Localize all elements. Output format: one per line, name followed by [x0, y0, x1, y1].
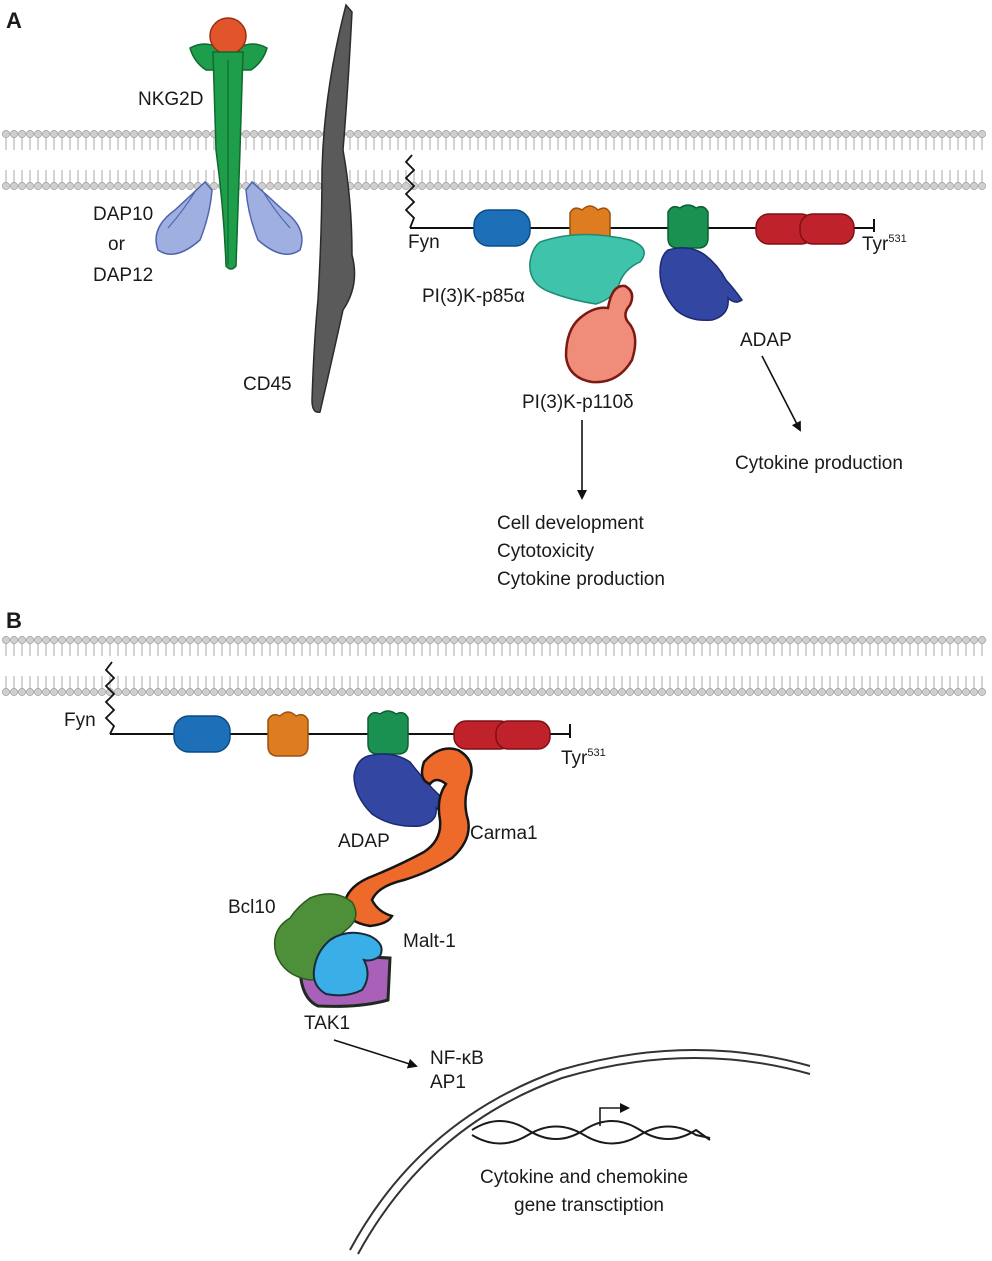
label-p110: PI(3)K-p110δ: [522, 392, 634, 413]
transcription-start-arrow: [599, 1103, 630, 1126]
label-cd45: CD45: [243, 374, 292, 395]
fyn-kinase-b: [104, 661, 571, 757]
cd45-phosphatase: [311, 3, 356, 413]
label-ap1: AP1: [430, 1072, 466, 1093]
outcome-p110-2: Cytotoxicity: [497, 541, 595, 562]
label-tyr-b: Tyr531: [561, 747, 606, 769]
label-or: or: [108, 234, 126, 255]
label-tak1: TAK1: [304, 1013, 350, 1034]
dap-adaptor-left: [155, 180, 213, 255]
label-dap12: DAP12: [93, 265, 153, 286]
malt1-paracaspase: [312, 931, 383, 997]
arrow-to-nfkb: [333, 1039, 418, 1069]
label-adap-b: ADAP: [338, 831, 390, 852]
label-tyr-a: Tyr531: [862, 233, 907, 255]
carma1-scaffold: [342, 747, 473, 928]
label-fyn-a: Fyn: [408, 232, 440, 253]
outcome-adap: Cytokine production: [735, 453, 903, 474]
label-adap-a: ADAP: [740, 330, 792, 351]
sh2-domain-b: [267, 711, 309, 757]
label-carma1: Carma1: [470, 823, 538, 844]
adap-adaptor-a: [659, 247, 744, 322]
dap-adaptor-right: [245, 180, 303, 255]
pi3k-p110-subunit: [564, 284, 637, 384]
sh3-domain: [473, 209, 531, 247]
kinase-n-lobe-b: [367, 710, 409, 755]
nuclear-envelope-outer: [349, 1048, 811, 1251]
fyn-kinase-a: [404, 154, 875, 251]
nucleus-text-1: Cytokine and chemokine: [480, 1167, 688, 1188]
panel-a-letter: A: [6, 8, 22, 33]
outcome-p110-3: Cytokine production: [497, 569, 665, 590]
arrow-to-cytokine: [761, 355, 801, 432]
sh3-domain-b: [173, 715, 231, 753]
plasma-membrane-b: [2, 636, 986, 696]
nkg2d-receptor: [189, 17, 268, 270]
kinase-c-lobe-b2: [495, 720, 551, 750]
dna-double-helix: [471, 1103, 711, 1145]
nuclear-envelope-inner: [357, 1057, 811, 1255]
panel-b-letter: B: [6, 608, 22, 633]
nucleus-text-2: gene transctiption: [514, 1195, 664, 1216]
kinase-n-lobe: [667, 204, 709, 249]
kinase-c-lobe-2: [799, 213, 855, 245]
label-p85: PI(3)K-p85α: [422, 286, 525, 307]
plasma-membrane-a: [2, 130, 986, 190]
label-nfkb: NF-κB: [430, 1048, 484, 1069]
label-bcl10: Bcl10: [228, 897, 276, 918]
nkg2d-ligand: [209, 17, 247, 55]
label-malt1: Malt-1: [403, 931, 456, 952]
adap-adaptor-b: [353, 753, 454, 827]
label-fyn-b: Fyn: [64, 710, 96, 731]
outcome-p110-1: Cell development: [497, 513, 645, 534]
label-nkg2d: NKG2D: [138, 89, 203, 110]
label-dap10: DAP10: [93, 204, 153, 225]
